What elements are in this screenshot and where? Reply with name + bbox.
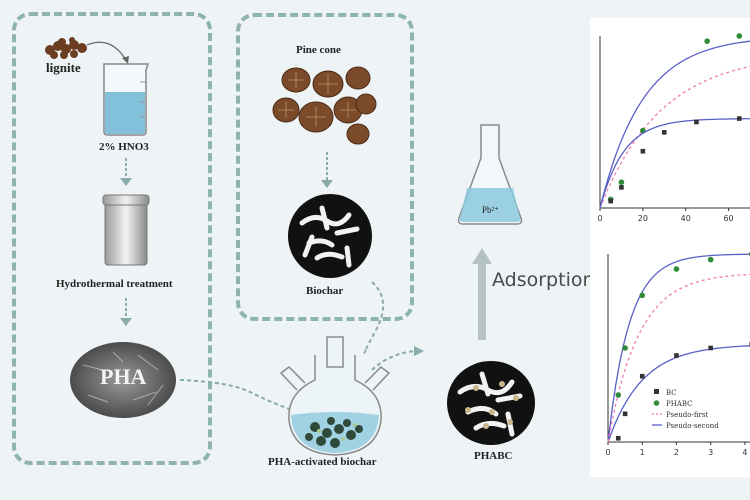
legend-label: PHABC: [666, 400, 693, 408]
legend-marker: [653, 400, 660, 406]
arrow-down-icon-2: [120, 298, 132, 326]
pha-activated-label: PHA-activated biochar: [268, 456, 377, 468]
fit-curve-solid: [599, 40, 750, 209]
fit-curve-solid: [607, 253, 750, 443]
data-point-square: [615, 435, 621, 441]
data-point-square: [708, 345, 713, 351]
pb-label: Pb²⁺: [482, 205, 499, 215]
fit-curve-solid: [599, 118, 750, 209]
phabc-label: PHABC: [474, 450, 513, 462]
data-point-square: [674, 353, 679, 358]
connector-lines: [179, 281, 384, 411]
data-point-green: [618, 179, 625, 185]
legend-label: Pseudo-second: [666, 422, 719, 430]
adsorption-label: Adsorption: [492, 269, 595, 291]
pine-cone-label: Pine cone: [296, 44, 341, 56]
data-point-square: [608, 198, 614, 204]
x-tick-label: 0: [597, 214, 602, 223]
data-point-green: [639, 292, 646, 299]
chart-background: [590, 18, 750, 243]
x-tick-label: 60: [723, 214, 733, 223]
x-tick-label: 0: [605, 448, 610, 457]
x-tick-label: 1: [640, 448, 645, 457]
data-point-green: [622, 345, 628, 351]
data-point-square: [640, 148, 646, 154]
pha-label: PHA: [100, 364, 147, 389]
data-point-green: [707, 256, 714, 263]
x-tick-label: 3: [708, 448, 713, 457]
data-point-square: [622, 411, 628, 417]
curved-arrow-icon: [86, 41, 129, 64]
data-point-square: [694, 119, 699, 125]
data-point-square: [661, 130, 667, 135]
lignite-icon: [45, 37, 87, 59]
x-tick-label: 40: [681, 214, 691, 223]
legend-label: BC: [666, 389, 677, 397]
fit-curve-dashed: [599, 65, 750, 209]
pine-cones-image: [272, 66, 377, 145]
biochar-label: Biochar: [306, 285, 344, 297]
arrow-right-icon: [371, 346, 424, 371]
pine-cone-panel: [236, 13, 414, 321]
biochar-image: [288, 194, 372, 278]
pha-sem-image: [70, 342, 176, 418]
data-point-green: [704, 38, 710, 44]
x-tick-label: 4: [742, 448, 747, 457]
fit-curve-solid: [607, 345, 750, 443]
kinetics-chart-top: 0 20 40 60: [590, 18, 750, 243]
adsorption-arrow: [472, 248, 492, 340]
fit-curve-dashed: [607, 273, 750, 443]
reactor-icon: [102, 194, 150, 266]
legend-label: Pseudo-first: [666, 411, 708, 419]
data-point-square: [736, 116, 742, 121]
arrow-down-icon: [120, 158, 132, 186]
lignite-process-panel: [12, 12, 212, 465]
legend-marker: [654, 389, 659, 394]
hydrothermal-label: Hydrothermal treatment: [56, 278, 173, 290]
hno3-label: 2% HNO3: [99, 141, 149, 153]
beaker-icon: [103, 63, 150, 136]
phabc-image: [447, 361, 535, 445]
data-point-square: [619, 185, 624, 190]
x-tick-label: 20: [638, 214, 648, 223]
data-point-square: [639, 373, 645, 379]
x-tick-label: 2: [674, 448, 679, 457]
data-point-green: [673, 266, 680, 272]
arrow-down-icon-3: [321, 152, 333, 188]
erlenmeyer-flask: [457, 124, 523, 225]
data-point-green: [736, 33, 743, 39]
three-neck-flask: [279, 336, 391, 456]
data-point-green: [615, 392, 622, 398]
lignite-label: lignite: [46, 60, 81, 75]
